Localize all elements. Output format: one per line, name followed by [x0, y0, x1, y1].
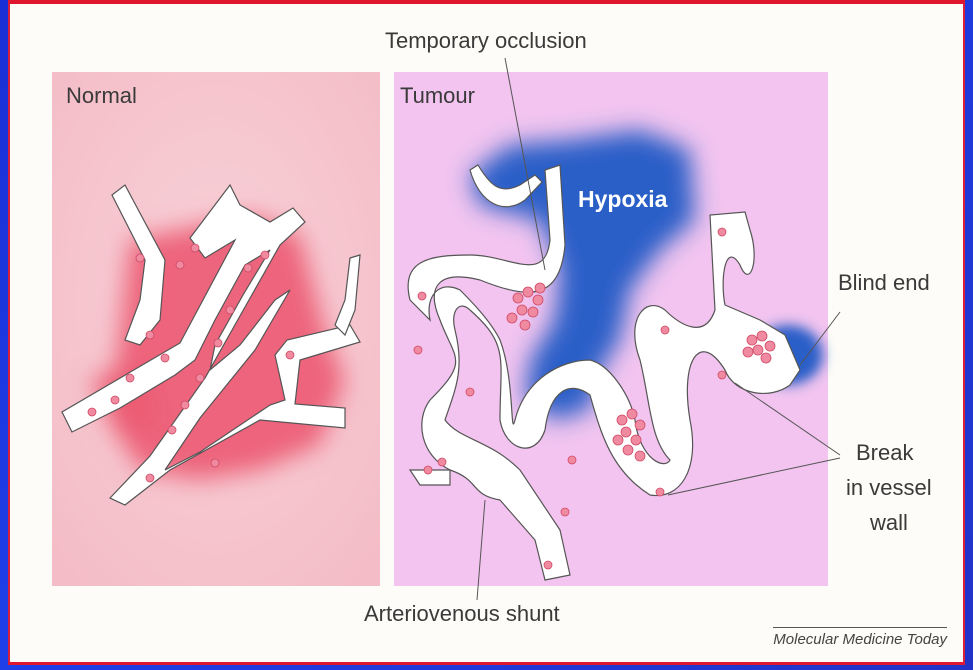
panel-title-normal: Normal: [66, 83, 137, 109]
label-blind-end: Blind end: [838, 270, 930, 296]
label-temporary-occlusion: Temporary occlusion: [385, 28, 587, 54]
label-break-line1: Break: [856, 440, 913, 466]
label-break-line3: wall: [870, 510, 908, 536]
panel-title-tumour: Tumour: [400, 83, 475, 109]
label-arteriovenous-shunt: Arteriovenous shunt: [364, 601, 560, 627]
credit-caption: Molecular Medicine Today: [773, 627, 947, 648]
label-hypoxia: Hypoxia: [578, 186, 667, 213]
label-break-line2: in vessel: [846, 475, 932, 501]
